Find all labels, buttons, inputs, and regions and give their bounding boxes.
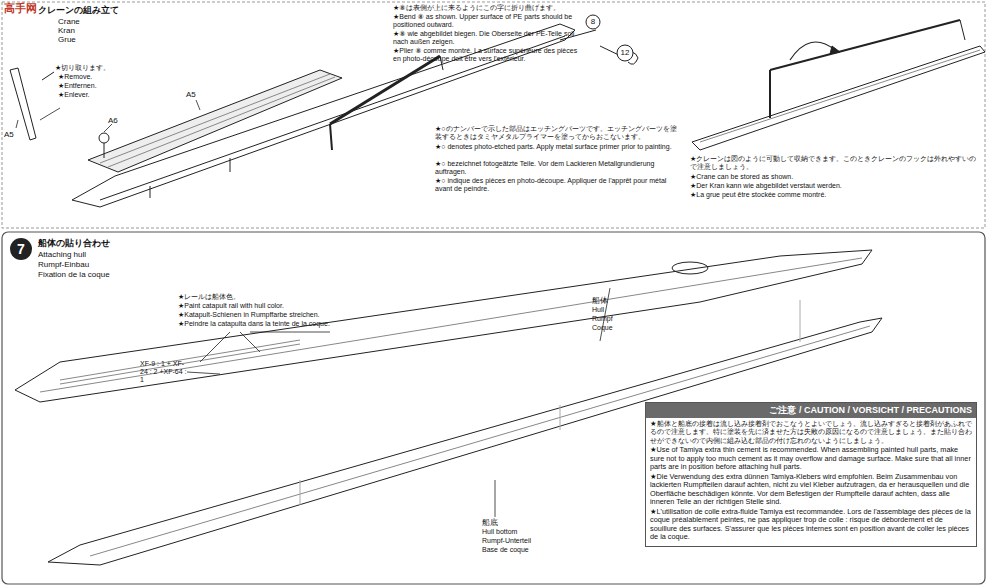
color-mix: XF-9 : 1 + XF-24 : 2 +XF-64 : 1 [140,360,188,384]
step-title: Rumpf-Einbau [38,260,158,269]
caution-heading: ご注意 / CAUTION / VORSICHT / PRECAUTIONS [646,403,976,418]
note-text: ★Enlever. [58,91,128,99]
part-name: Rumpf-Unterteil [482,537,562,545]
step-title: Grue [58,35,118,44]
part-name: 船体 [592,296,642,305]
caution-text: ★Die Verwendung des extra dünnen Tamiya-… [650,473,972,507]
part-number: A5 [186,90,206,99]
step-title: クレーンの組み立て [38,5,158,15]
note-text: ★○のナンバーで示した部品はエッチングパーツです。エッチングパーツを塗装するとき… [435,125,680,141]
part-name: Hull bottom [482,528,562,536]
step-title: Attaching hull [38,250,158,259]
step-title: Crane [58,17,118,26]
note-text: ★Entfernen. [58,82,128,90]
hull-upper [15,250,872,402]
note-text: ★○ bezeichnet fotogeätzte Teile. Vor dem… [435,160,680,176]
section-frame [2,232,985,584]
callout-number: 8 [588,17,598,26]
part-name: Hull [592,306,642,314]
caution-text: ★L'utilisation de colle extra-fluide Tam… [650,508,972,542]
step-number: 7 [10,238,32,260]
step-title: 船体の貼り合わせ [38,238,158,248]
part-name: Coque [592,324,642,332]
note-text: ★Plier ⑧ comme montré. La surface supéri… [393,47,578,63]
note-text: ★クレーンは図のように可動して収納できます。このときクレーンのフックは外れやすい… [690,155,982,171]
section-frame [2,2,985,228]
part-number: A5 [4,130,24,139]
caution-text: ★船体と船底の接着は流し込み接着剤でおこなうとよいでしょう。流し込みすぎると接着… [650,420,972,446]
caution-box: ご注意 / CAUTION / VORSICHT / PRECAUTIONS ★船… [645,402,977,547]
callout-circle [617,45,633,61]
part-name: Base de coque [482,546,562,554]
note-text: ★Peindre la catapulta dans la teinte de … [178,320,378,328]
callout-number: 12 [618,48,632,57]
part-number: A6 [108,116,128,125]
part-name: 船底 [482,518,562,527]
note-text: ★レールは船体色。 [178,293,378,301]
note-text: ★La grue peut être stockée comme montré. [690,191,982,199]
note-text: ★Paint catapult rail with hull color. [178,302,378,310]
note-text: ★○ indique des pièces en photo-découpe. … [435,177,680,193]
note-text: ★⑧は表側が上に来るようにこの字に折り曲げます。 [393,4,578,12]
note-text: ★Crane can be stored as shown. [690,173,982,181]
note-text: ★Katapult-Schienen in Rumpffarbe streich… [178,311,378,319]
note-text: ★Bend ⑧ as shown. Upper surface of PE pa… [393,13,578,29]
note-text: ★○ denotes photo-etched parts. Apply met… [435,143,680,151]
note-text: ★Remove. [58,73,128,81]
caution-text: ★Use of Tamiya extra thin cement is reco… [650,446,972,472]
step-number-text: 7 [17,241,25,257]
step-title: Kran [58,26,118,35]
callout-circle [586,15,600,29]
note-text: ★切り取ります。 [55,64,135,72]
step-title: Fixation de la coque [38,270,158,279]
note-text: ★Der Kran kann wie abgebildet verstaut w… [690,182,982,190]
crane-inset [692,20,985,150]
part-name: Rumpf [592,315,642,323]
note-text: ★⑧ wie abgebildet biegen. Die Oberseite … [393,30,578,46]
